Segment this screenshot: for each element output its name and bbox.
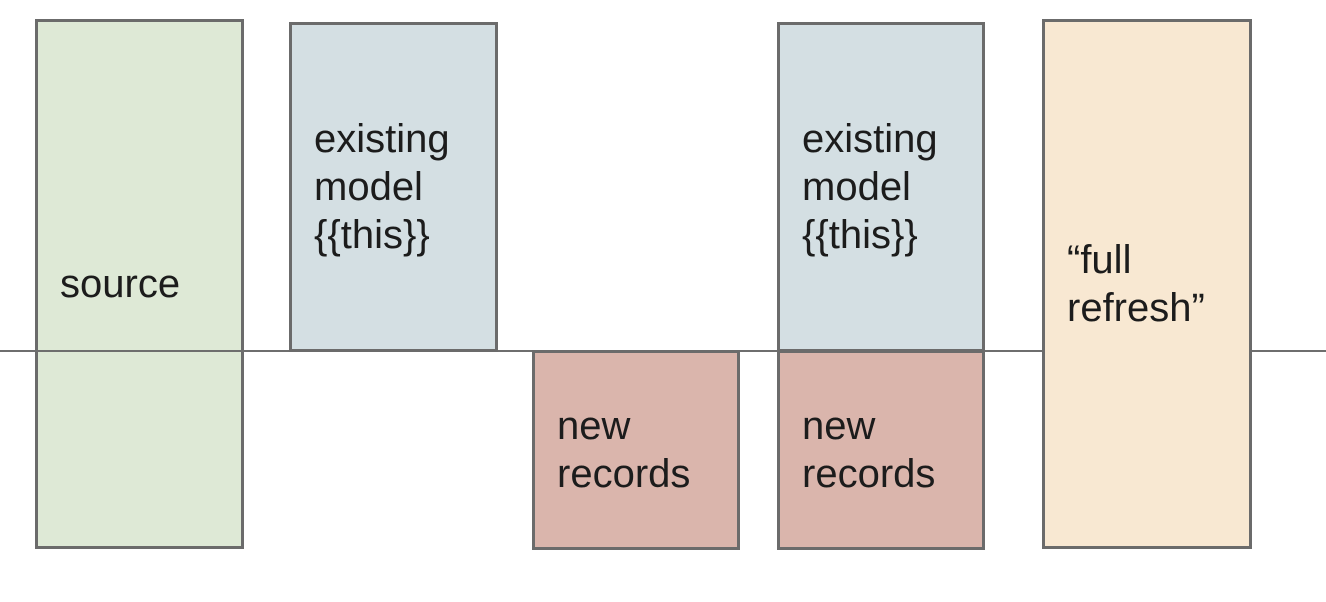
new-records-box-1: new records bbox=[532, 350, 740, 550]
full-refresh-box-label: “full refresh” bbox=[1067, 238, 1205, 330]
existing-model-box-1-label: existing model {{this}} bbox=[314, 117, 450, 257]
new-records-box-2-label: new records bbox=[802, 404, 936, 496]
source-box: source bbox=[35, 19, 244, 549]
existing-model-box-2-label: existing model {{this}} bbox=[802, 117, 938, 257]
existing-model-box-2: existing model {{this}} bbox=[777, 22, 985, 352]
new-records-box-1-label: new records bbox=[557, 404, 691, 496]
full-refresh-box: “full refresh” bbox=[1042, 19, 1252, 549]
new-records-box-2: new records bbox=[777, 350, 985, 550]
existing-model-box-1: existing model {{this}} bbox=[289, 22, 498, 352]
source-box-label: source bbox=[60, 262, 181, 306]
